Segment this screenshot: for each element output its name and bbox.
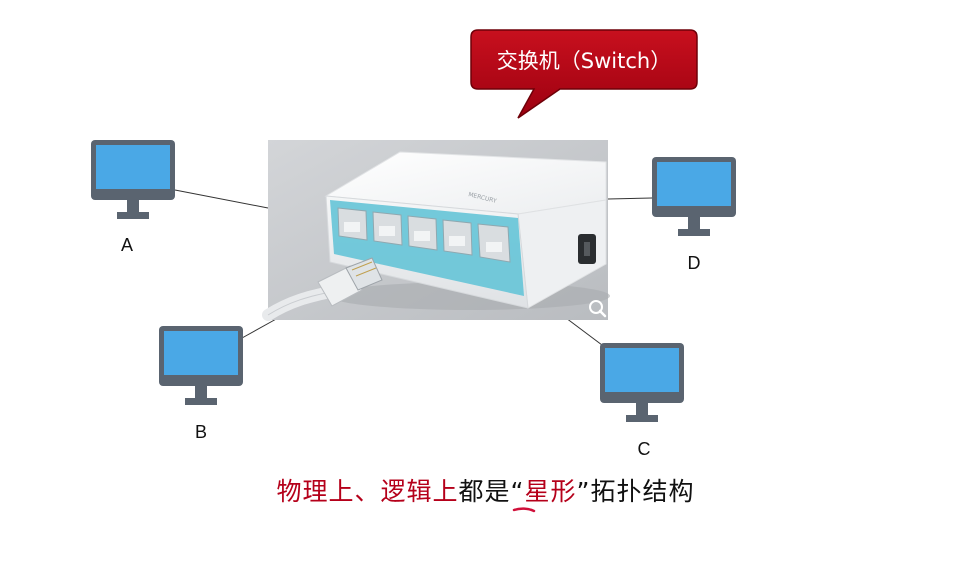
handwritten-underline-mark — [512, 507, 536, 513]
caption-part-star: 星形 — [524, 477, 577, 506]
link-a — [174, 189, 269, 209]
switch-photo: MERCURY — [262, 140, 610, 321]
magnifier-icon[interactable] — [589, 300, 607, 318]
link-b — [241, 317, 279, 339]
computer-d: D — [652, 157, 736, 273]
link-c — [565, 317, 607, 349]
caption-part-topology: 拓扑结构 — [590, 477, 695, 506]
caption-close-quote: ” — [576, 477, 591, 506]
caption-open-quote: “ — [510, 477, 525, 506]
computer-c: C — [600, 343, 684, 459]
switch-callout: 交换机（Switch） — [470, 29, 698, 119]
computer-a: A — [91, 140, 175, 255]
computer-label-d: D — [688, 253, 701, 273]
connection-lines — [174, 189, 653, 349]
callout-text: 交换机（Switch） — [497, 49, 671, 73]
computer-label-a: A — [121, 235, 133, 255]
computer-b: B — [159, 326, 243, 442]
caption-part-physical-logical: 物理上、逻辑上 — [276, 477, 459, 506]
link-d — [607, 197, 653, 200]
topology-caption: 物理上、逻辑上都是“星形”拓扑结构 — [0, 472, 971, 508]
computer-label-b: B — [195, 422, 207, 442]
ethernet-cable — [262, 257, 383, 321]
computer-label-c: C — [638, 439, 651, 459]
caption-part-both-are: 都是 — [458, 477, 511, 506]
